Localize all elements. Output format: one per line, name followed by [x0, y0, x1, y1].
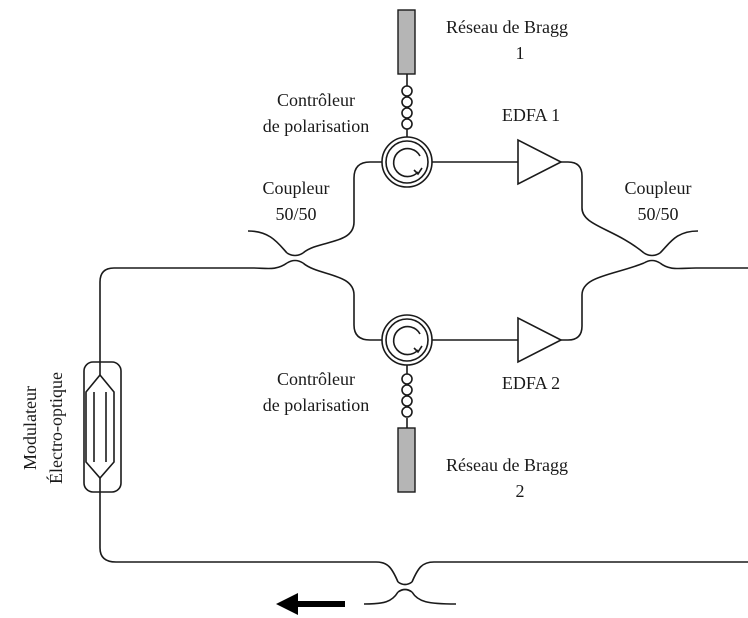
loop-to-modulator-fiber — [99, 262, 288, 365]
right-coupler-upper-stub — [659, 230, 699, 254]
edfa-1-amplifier-icon — [517, 138, 563, 186]
edfa-2-amplifier-icon — [517, 316, 563, 364]
bragg-grating-2-label: Réseau de Bragg — [446, 455, 568, 475]
output-coupler-left-out — [363, 591, 399, 605]
coupler-left-label: Coupleur — [263, 178, 330, 198]
modulator-label-group: Modulateur Électro-optique — [20, 372, 66, 484]
pol-controller-bottom-label-2: de polarisation — [263, 395, 369, 415]
right-coupler-waist — [643, 252, 661, 264]
left-coupler-waist — [286, 252, 304, 264]
coupler-right-label: Coupleur — [625, 178, 692, 198]
coupler-right-ratio: 50/50 — [637, 204, 678, 224]
modulator-label-2: Électro-optique — [45, 372, 66, 484]
output-coupler-right-stub — [411, 591, 457, 605]
bragg-grating-1-number: 1 — [516, 43, 525, 63]
edfa2-to-right-coupler-fiber — [561, 262, 645, 341]
pol-controller-bottom-label: Contrôleur — [277, 369, 355, 389]
upper-arm-left-fiber — [302, 161, 382, 254]
edfa1-to-right-coupler-fiber — [561, 161, 645, 254]
output-coupler-through-fiber — [411, 561, 748, 583]
arrow-left-icon — [276, 593, 345, 615]
bragg-grating-2 — [397, 427, 416, 493]
bragg-grating-2-number: 2 — [516, 481, 525, 501]
pol-controller-top-label-2: de polarisation — [263, 116, 369, 136]
right-coupler-output-fiber — [659, 262, 748, 270]
polarization-controller-top-loops-icon — [401, 85, 413, 137]
pol-controller-top-label: Contrôleur — [277, 90, 355, 110]
polarization-controller-bottom-loops-icon — [401, 365, 413, 418]
output-coupler-waist — [397, 581, 413, 593]
edfa-2-label: EDFA 2 — [502, 373, 560, 393]
circulator-bottom-icon — [381, 314, 433, 366]
coupler-left-ratio: 50/50 — [275, 204, 316, 224]
edfa-1-label: EDFA 1 — [502, 105, 560, 125]
bragg-grating-1 — [397, 9, 416, 75]
left-coupler-input-stub — [247, 230, 288, 254]
circulator-top-icon — [381, 136, 433, 188]
bragg-grating-1-label: Réseau de Bragg — [446, 17, 568, 37]
modulator-output-fiber — [99, 488, 399, 583]
lower-arm-left-fiber — [302, 262, 382, 341]
electro-optic-modulator-icon — [83, 361, 122, 493]
modulator-label: Modulateur — [20, 386, 40, 470]
